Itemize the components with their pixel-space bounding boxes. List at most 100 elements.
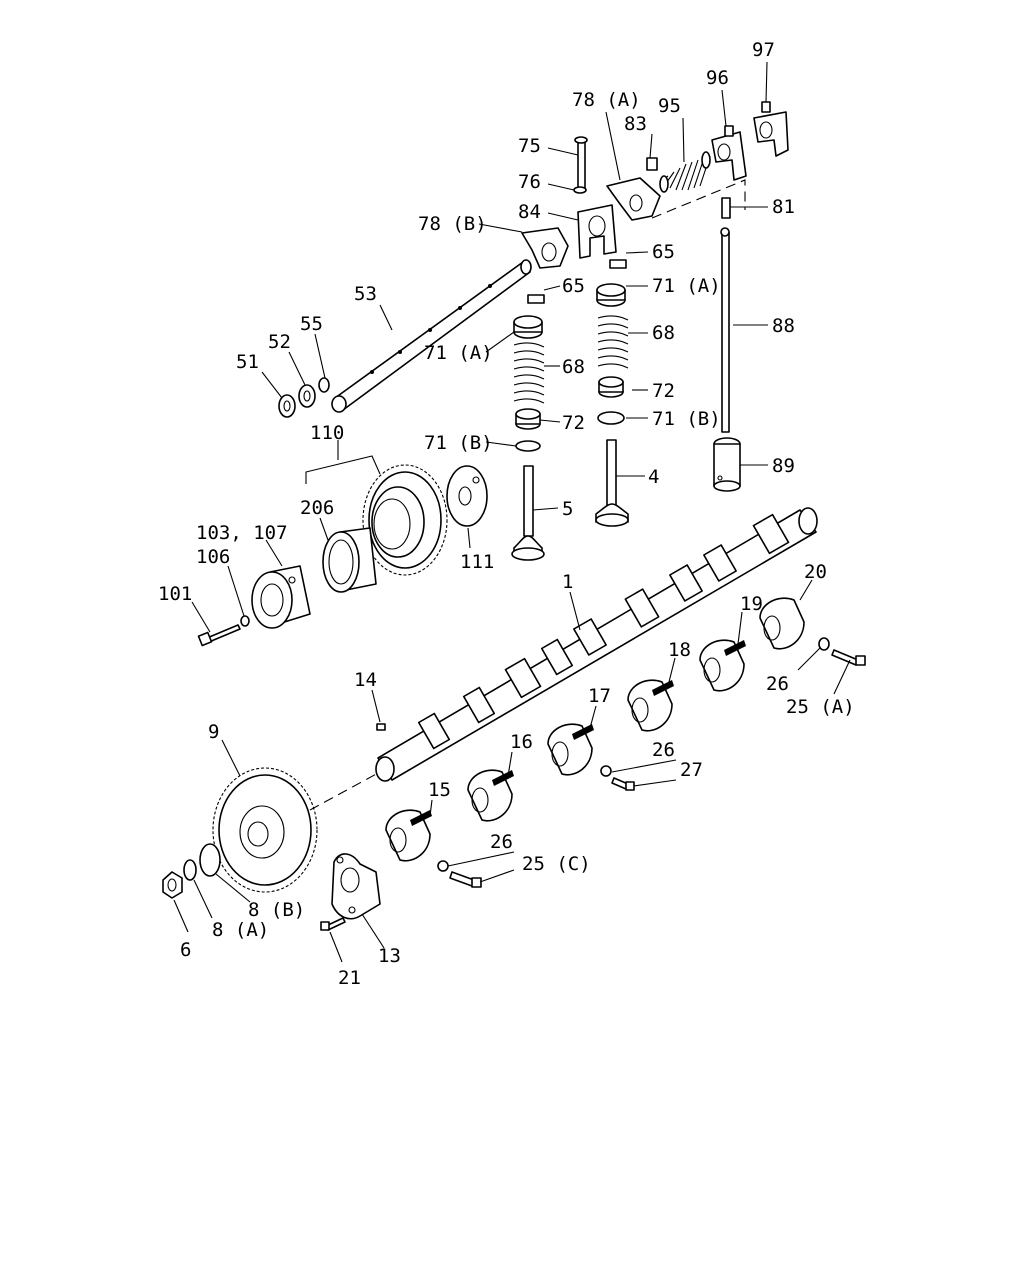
part-19-bearing: [699, 639, 746, 692]
part-6-nut: [162, 871, 183, 899]
label-20: 20: [804, 561, 827, 583]
label-75: 75: [518, 135, 541, 157]
part-95-spring: [659, 151, 711, 193]
part-75-bolt: [574, 136, 588, 189]
label-71a-left: 71 (A): [424, 342, 493, 364]
part-17-bearing: [547, 723, 594, 776]
label-18: 18: [668, 639, 691, 661]
part-9-camshaft-gear: [212, 767, 318, 893]
label-110: 110: [310, 422, 344, 444]
label-89: 89: [772, 455, 795, 477]
part-78a-rocker-arm: [606, 177, 661, 221]
part-106-washer: [240, 615, 250, 627]
label-71b-right: 71 (B): [652, 408, 721, 430]
part-15-bearing: [385, 809, 432, 862]
part-4-intake-valve: [595, 439, 629, 527]
label-19: 19: [740, 593, 763, 615]
label-76: 76: [518, 171, 541, 193]
label-55: 55: [300, 313, 323, 335]
part-110-idler-gear: [362, 464, 448, 576]
part-71a-spring-retainer-right: [596, 283, 626, 307]
part-101-bolt: [197, 624, 241, 647]
label-78b: 78 (B): [418, 213, 487, 235]
part-76-washer: [573, 186, 587, 194]
part-97-support: [753, 101, 789, 157]
part-83-nut: [646, 157, 658, 171]
label-72-right: 72: [652, 380, 675, 402]
part-71b-seat-left: [515, 440, 541, 452]
label-97: 97: [752, 39, 775, 61]
part-18-bearing: [627, 679, 674, 732]
part-78b-rocker-arm: [521, 227, 569, 269]
label-25a: 25 (A): [786, 696, 855, 718]
callout-labels: 97 96 78 (A) 95 83 75 76 81 84 78 (B) 65…: [158, 39, 855, 989]
label-27: 27: [680, 759, 703, 781]
part-26-washer-c: [437, 860, 449, 872]
part-53-rocker-shaft: [331, 259, 532, 413]
part-206-bushing: [322, 527, 377, 593]
label-206: 206: [300, 497, 334, 519]
label-13: 13: [378, 945, 401, 967]
part-96-support: [711, 125, 747, 181]
label-65-left: 65: [562, 275, 585, 297]
part-52-washer: [298, 384, 316, 408]
part-27-bolt: [611, 777, 635, 791]
label-26-c: 26: [490, 831, 513, 853]
label-65-right: 65: [652, 241, 675, 263]
label-103-107: 103, 107: [196, 522, 288, 544]
part-16-bearing: [467, 769, 514, 822]
part-72-seal-left: [515, 408, 541, 430]
part-71b-seat-right: [597, 411, 625, 425]
label-71b-left: 71 (B): [424, 432, 493, 454]
label-26-b: 26: [652, 739, 675, 761]
part-20-bearing: [759, 597, 805, 650]
label-83: 83: [624, 113, 647, 135]
label-9: 9: [208, 721, 219, 743]
part-107-idler-shaft: [251, 565, 311, 629]
label-111: 111: [460, 551, 494, 573]
label-95: 95: [658, 95, 681, 117]
label-72-left: 72: [562, 412, 585, 434]
label-84: 84: [518, 201, 541, 223]
label-15: 15: [428, 779, 451, 801]
label-81: 81: [772, 196, 795, 218]
label-16: 16: [510, 731, 533, 753]
label-1: 1: [562, 571, 573, 593]
part-55-snap-ring: [318, 377, 330, 393]
part-1-camshaft: [375, 507, 818, 782]
part-51-spring-washer: [278, 394, 296, 418]
label-4: 4: [648, 466, 659, 488]
label-8a: 8 (A): [212, 919, 269, 941]
label-8b: 8 (B): [248, 899, 305, 921]
label-51: 51: [236, 351, 259, 373]
label-78a: 78 (A): [572, 89, 641, 111]
part-68-valve-spring-left: [513, 342, 545, 404]
label-52: 52: [268, 331, 291, 353]
label-68-left: 68: [562, 356, 585, 378]
label-26-a: 26: [766, 673, 789, 695]
part-26-washer-b: [600, 765, 612, 777]
part-8a-lock-washer: [183, 859, 197, 881]
label-53: 53: [354, 283, 377, 305]
part-88-push-rod: [720, 227, 730, 433]
label-68-right: 68: [652, 322, 675, 344]
label-17: 17: [588, 685, 611, 707]
label-6: 6: [180, 939, 191, 961]
label-14: 14: [354, 669, 377, 691]
part-25c-bolt: [449, 871, 482, 888]
part-72-seal-right: [598, 376, 624, 398]
part-14-key: [376, 723, 386, 731]
part-26-washer-a: [818, 637, 830, 651]
part-25a-bolt: [831, 649, 866, 666]
part-21-bolt: [320, 917, 346, 931]
part-5-exhaust-valve: [511, 465, 545, 561]
label-96: 96: [706, 67, 729, 89]
part-89-tappet: [713, 437, 741, 492]
part-65-valve-cotter-left: [527, 294, 545, 304]
leader-lines: [173, 61, 851, 963]
label-88: 88: [772, 315, 795, 337]
part-71a-spring-retainer-left: [513, 315, 543, 339]
part-111-thrust-plate: [446, 465, 488, 527]
part-84-bracket: [577, 204, 617, 259]
